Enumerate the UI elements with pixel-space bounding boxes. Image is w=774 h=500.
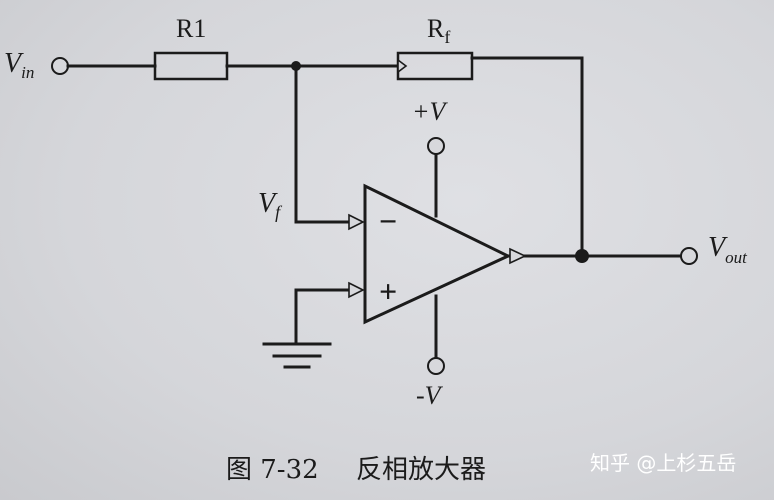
wire-feedback bbox=[470, 56, 584, 260]
resistor-r1 bbox=[153, 51, 229, 81]
label-rf: Rf bbox=[427, 14, 450, 47]
watermark: 知乎 @上杉五岳 bbox=[590, 451, 736, 475]
label-vout-sub: out bbox=[725, 248, 748, 267]
label-vin: Vin bbox=[4, 48, 34, 82]
junction-node-input bbox=[291, 61, 301, 71]
rf-pin bbox=[397, 58, 408, 74]
label-vf-sub: f bbox=[275, 202, 283, 222]
label-vin-main: V bbox=[4, 48, 24, 79]
label-r1: R1 bbox=[176, 14, 206, 43]
inverting-input-pin bbox=[348, 213, 365, 231]
label-vf-main: V bbox=[258, 188, 278, 219]
label-vminus: -V bbox=[416, 381, 444, 410]
noninverting-input-pin bbox=[348, 281, 365, 299]
label-rf-sub: f bbox=[444, 27, 450, 47]
output-pin bbox=[509, 247, 527, 265]
label-vout: Vout bbox=[708, 232, 748, 267]
op-amp-plus-sign: + bbox=[379, 273, 397, 309]
label-rf-main: R bbox=[427, 14, 445, 43]
label-vout-main: V bbox=[708, 232, 728, 263]
figure-title: 反相放大器 bbox=[356, 455, 486, 485]
wire-ground bbox=[294, 288, 352, 344]
junction-node-output bbox=[575, 249, 589, 263]
label-vf: Vf bbox=[258, 188, 283, 222]
wire-vf bbox=[294, 64, 352, 224]
vplus-terminal bbox=[427, 137, 445, 155]
op-amp bbox=[363, 183, 512, 325]
vminus-terminal bbox=[427, 357, 445, 375]
label-vin-sub: in bbox=[21, 63, 34, 82]
op-amp-minus-sign: − bbox=[379, 203, 397, 239]
resistor-rf bbox=[396, 51, 474, 81]
label-vplus: +V bbox=[412, 97, 449, 126]
vin-terminal bbox=[51, 57, 69, 75]
vout-terminal bbox=[680, 247, 698, 265]
figure-number: 图 7-32 bbox=[226, 455, 319, 485]
ground-symbol bbox=[262, 342, 332, 369]
